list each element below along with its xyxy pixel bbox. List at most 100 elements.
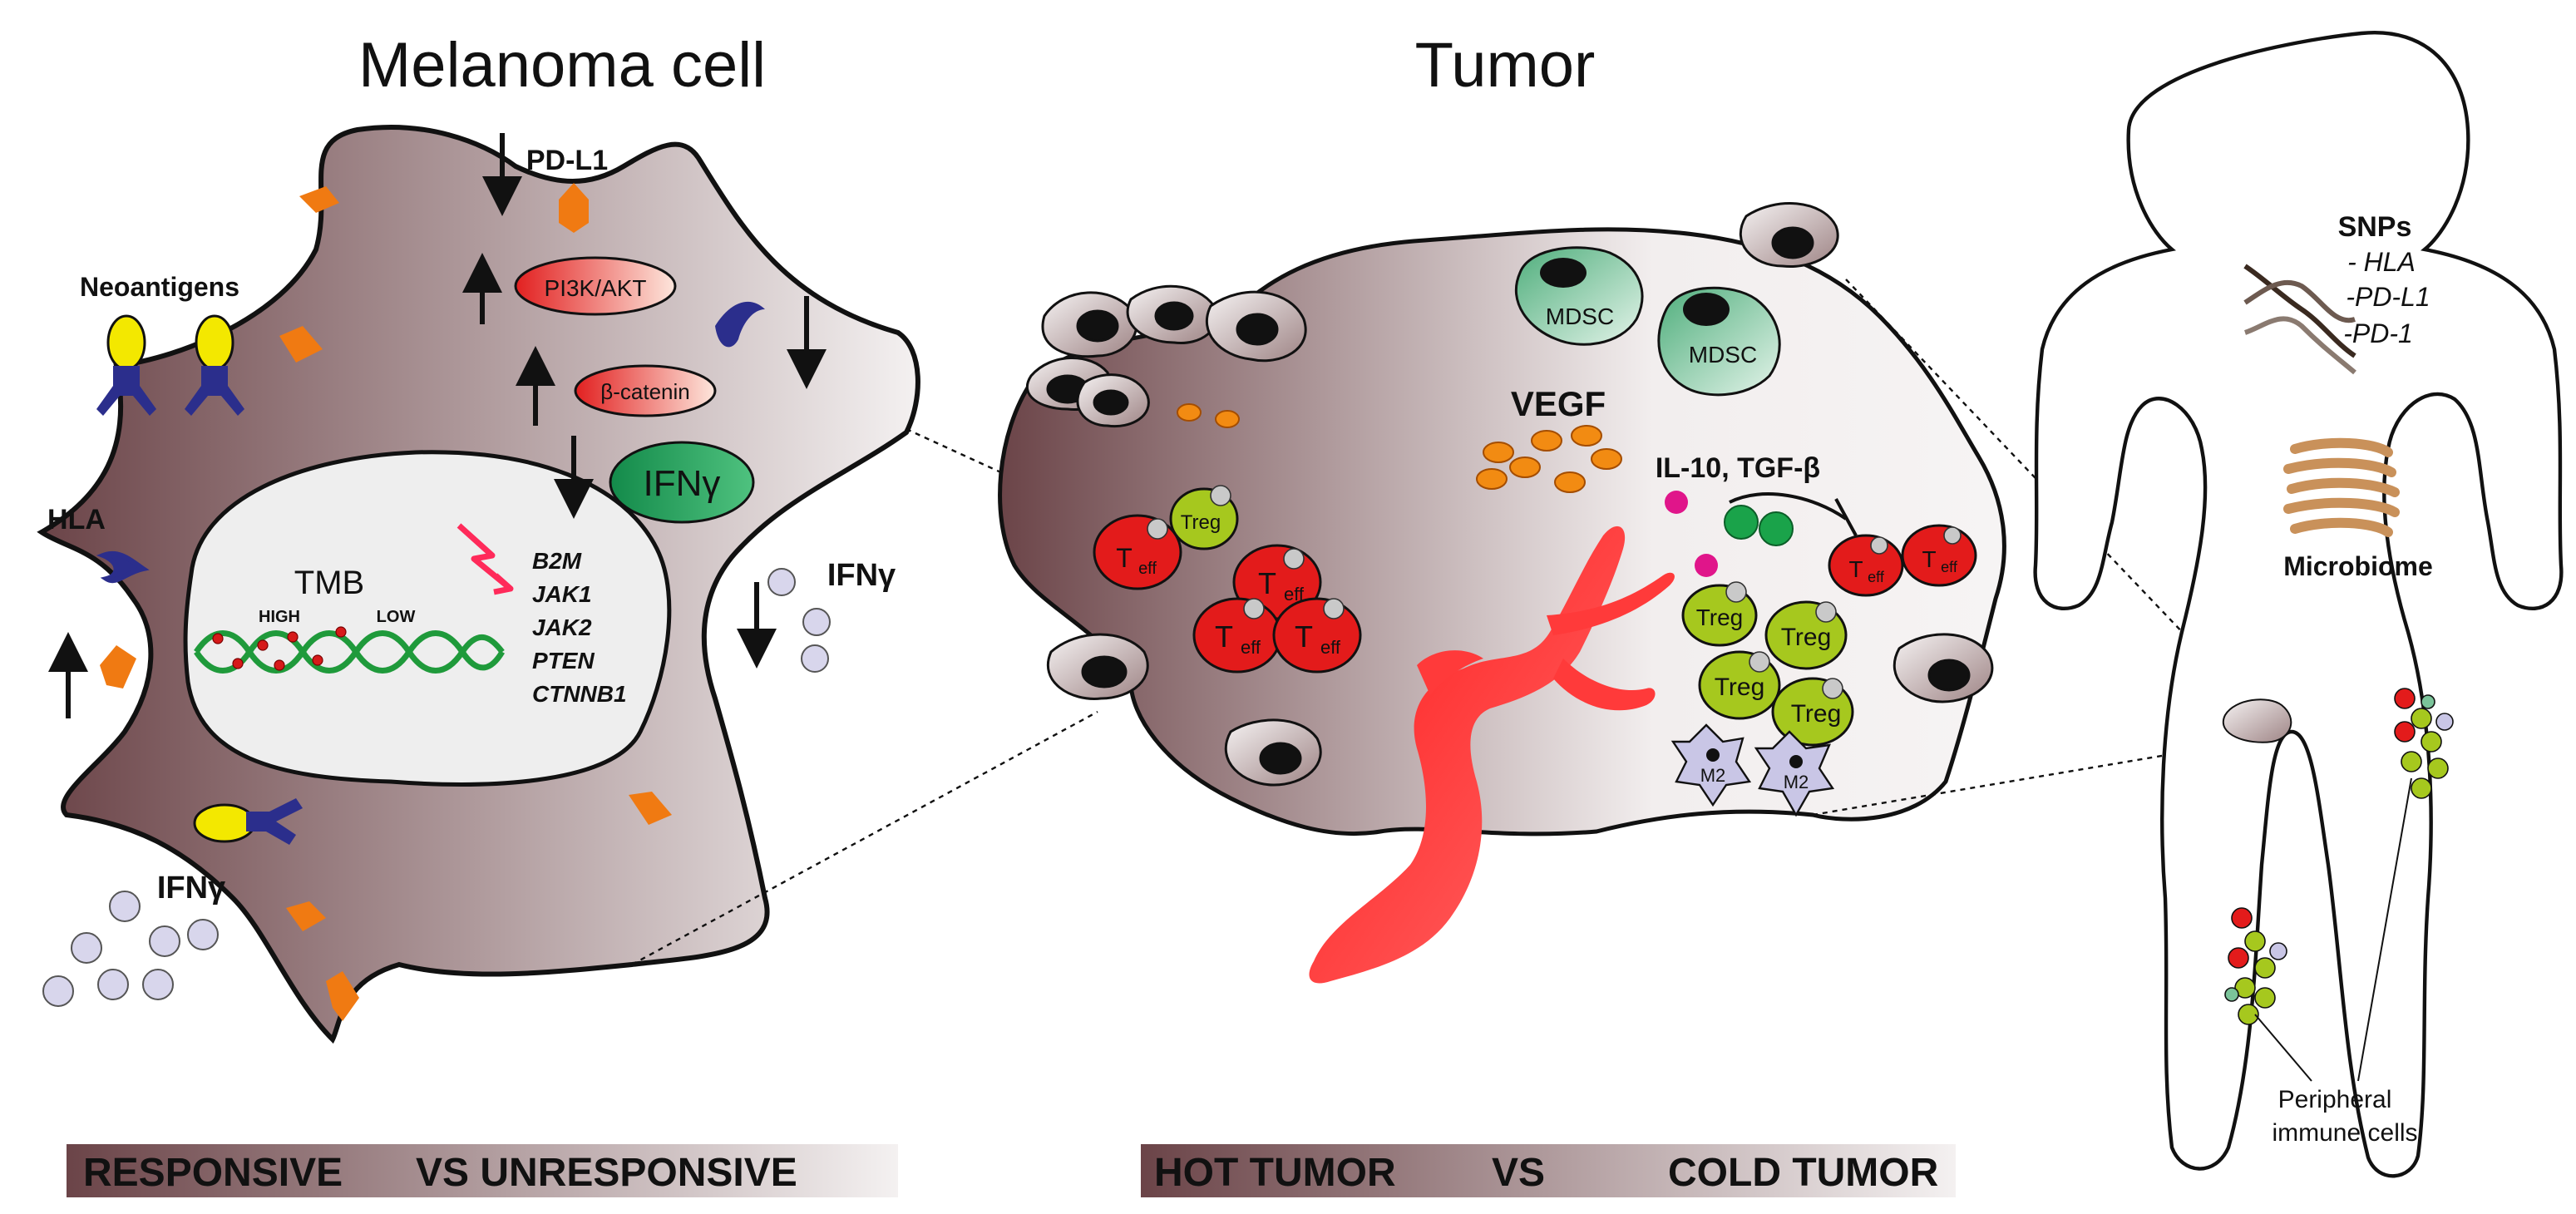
neoantigen-receptors <box>96 314 244 416</box>
orange-ligands <box>100 186 672 1021</box>
gene-jak2: JAK2 <box>532 614 592 640</box>
m2-cell: M2 <box>1670 723 1752 807</box>
svg-text:eff: eff <box>1241 637 1261 658</box>
svg-text:T: T <box>1116 543 1133 573</box>
fibroblast-cells <box>1025 202 1994 787</box>
human-body-outline <box>2033 30 2564 1178</box>
microbiome-label: Microbiome <box>2283 551 2433 581</box>
treg-cell: Treg <box>1169 485 1239 550</box>
immune-cell-cluster-lower <box>2224 907 2287 1025</box>
fibroblast-cell <box>1076 373 1150 428</box>
svg-text:eff: eff <box>1941 559 1958 575</box>
legend-responsive: RESPONSIVE VS UNRESPONSIVE <box>67 1144 898 1197</box>
ifng-bottom-label: IFNγ <box>157 871 225 906</box>
blood-vessel-branch <box>1547 572 1675 635</box>
hla-receptor-icon <box>96 551 150 584</box>
right-receptor-icon <box>715 301 765 348</box>
ifng-pathway-label: IFNγ <box>644 463 721 504</box>
gene-list: B2M JAK1 JAK2 PTEN CTNNB1 <box>532 548 627 707</box>
gene-b2m: B2M <box>532 548 582 574</box>
gene-ctnnb1: CTNNB1 <box>532 681 627 707</box>
treg-cell: Treg <box>1764 600 1848 670</box>
tmb-low-label: LOW <box>377 608 416 626</box>
svg-text:Treg: Treg <box>1696 605 1744 630</box>
snp-pd-l1: -PD-L1 <box>2346 282 2430 312</box>
vegf-molecules <box>1177 403 1622 493</box>
fibroblast-cell <box>1046 633 1149 700</box>
tmb-label: TMB <box>294 565 364 601</box>
beta-catenin-node <box>574 364 717 417</box>
svg-text:eff: eff <box>1320 637 1341 658</box>
leg-tumor-icon <box>2222 698 2292 743</box>
treg-cell: Treg <box>1771 677 1854 747</box>
beta-catenin-label: β-catenin <box>600 379 689 404</box>
cytokine-molecules <box>1665 491 1794 577</box>
legend-hot-label: HOT TUMOR <box>1154 1151 1396 1195</box>
mutation-dots <box>212 626 347 671</box>
svg-text:T: T <box>1258 566 1276 600</box>
treg-cell: Treg <box>1698 650 1781 720</box>
legend-responsive-label: RESPONSIVE <box>83 1151 343 1195</box>
peripheral-label-line1: Peripheral <box>2278 1086 2392 1113</box>
svg-text:eff: eff <box>1868 569 1885 585</box>
ifng-right-molecules <box>767 568 831 673</box>
svg-text:T: T <box>1295 619 1313 654</box>
fibroblast-cell <box>1224 718 1322 787</box>
pd-l1-label: PD-L1 <box>526 145 608 176</box>
snp-pd-1: -PD-1 <box>2343 318 2413 348</box>
legend-cold-label: COLD TUMOR <box>1668 1151 1938 1195</box>
mdsc-cell-2: MDSC <box>1657 286 1781 397</box>
pd-l1-ligand-icon <box>559 183 589 233</box>
nucleus <box>183 450 672 787</box>
snp-hla: - HLA <box>2347 247 2416 277</box>
fibroblast-cell <box>1740 202 1839 269</box>
blood-vessel-branch <box>1553 659 1656 711</box>
svg-text:Treg: Treg <box>1791 700 1842 728</box>
mdsc-cell-1: MDSC <box>1514 246 1644 346</box>
pi3k-akt-node <box>514 256 677 316</box>
neoantigens-label: Neoantigens <box>80 272 239 302</box>
legend-vs-label: VS <box>1492 1151 1545 1195</box>
legend-hot-cold: HOT TUMOR VS COLD TUMOR <box>1141 1144 1956 1197</box>
svg-text:eff: eff <box>1138 560 1157 578</box>
il10-tgf-label: IL-10, TGF-β <box>1656 452 1820 484</box>
treg-cluster: Treg Treg Treg Treg <box>1681 581 1854 747</box>
svg-text:Treg: Treg <box>1181 511 1221 534</box>
hla-label: HLA <box>47 504 106 535</box>
svg-text:T: T <box>1848 556 1863 582</box>
svg-text:M2: M2 <box>1784 772 1809 792</box>
fibroblast-cell <box>1893 633 1994 703</box>
peripheral-pointer-lines <box>2254 777 2412 1082</box>
snps-label: SNPs <box>2338 211 2412 243</box>
blood-vessel-branch <box>1417 650 1483 695</box>
svg-text:Treg: Treg <box>1781 624 1832 651</box>
ifng-pathway-node <box>609 441 755 524</box>
tmb-high-label: HIGH <box>259 608 300 626</box>
inhibition-arrow <box>1729 492 1858 536</box>
microbiome-icon <box>2283 437 2400 537</box>
fibroblast-cell <box>1126 284 1218 344</box>
svg-text:Treg: Treg <box>1715 674 1765 701</box>
ifng-bottom-molecules <box>42 891 219 1007</box>
svg-text:M2: M2 <box>1700 765 1726 786</box>
fibroblast-cell <box>1205 290 1307 363</box>
tumor-title: Tumor <box>1415 30 1596 101</box>
immune-cell-cluster-upper <box>2394 688 2454 799</box>
melanoma-title: Melanoma cell <box>358 30 766 101</box>
fibroblast-cell <box>1041 291 1138 358</box>
svg-text:T: T <box>1215 619 1233 654</box>
ifng-right-label: IFNγ <box>827 558 896 593</box>
gene-jak1: JAK1 <box>532 581 592 607</box>
dna-helix-icon <box>194 630 506 674</box>
mdsc-label: MDSC <box>1689 342 1757 368</box>
bottom-antigen-receptor <box>193 798 303 845</box>
peripheral-label-line2: immune cells <box>2272 1119 2417 1147</box>
svg-text:T: T <box>1922 546 1936 572</box>
dna-snp-icon <box>2243 264 2356 375</box>
treg-cell: Treg <box>1681 581 1758 647</box>
